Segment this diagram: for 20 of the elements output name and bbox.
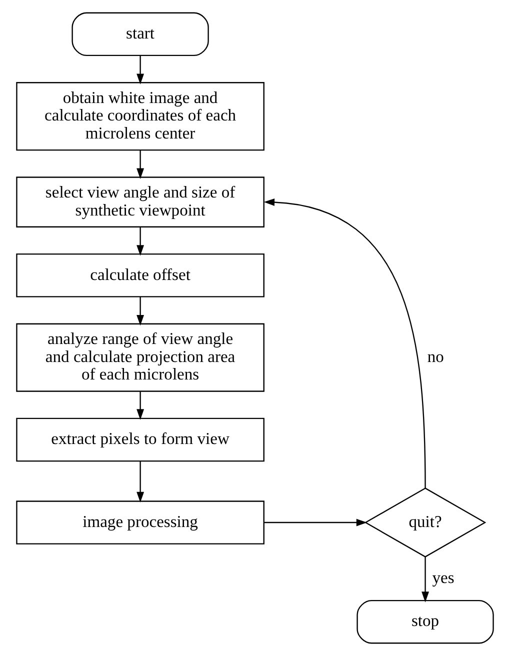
node-box: image processing	[16, 500, 264, 544]
arrow	[136, 227, 144, 256]
arrow	[136, 150, 144, 179]
arrow	[136, 55, 144, 84]
node-box: analyze range of view angle and calculate projection area of each microlens	[16, 323, 264, 392]
node-box: calculate offset	[16, 254, 264, 298]
edge-label: no	[427, 346, 444, 366]
node-box: start	[72, 12, 209, 56]
arrow	[422, 557, 429, 602]
arrow	[264, 198, 426, 488]
node-box: extract pixels to form view	[16, 418, 264, 462]
node-box: stop	[356, 600, 494, 644]
node-box: select view angle and size of synthetic viewpoint	[16, 176, 264, 228]
arrow	[136, 392, 144, 420]
arrow	[136, 296, 144, 326]
node-diamond: quit?	[364, 488, 486, 558]
arrow	[136, 461, 144, 503]
edge-label: yes	[432, 568, 454, 588]
arrow	[264, 518, 368, 526]
node-box: obtain white image and calculate coordinates of each microlens center	[16, 82, 264, 151]
